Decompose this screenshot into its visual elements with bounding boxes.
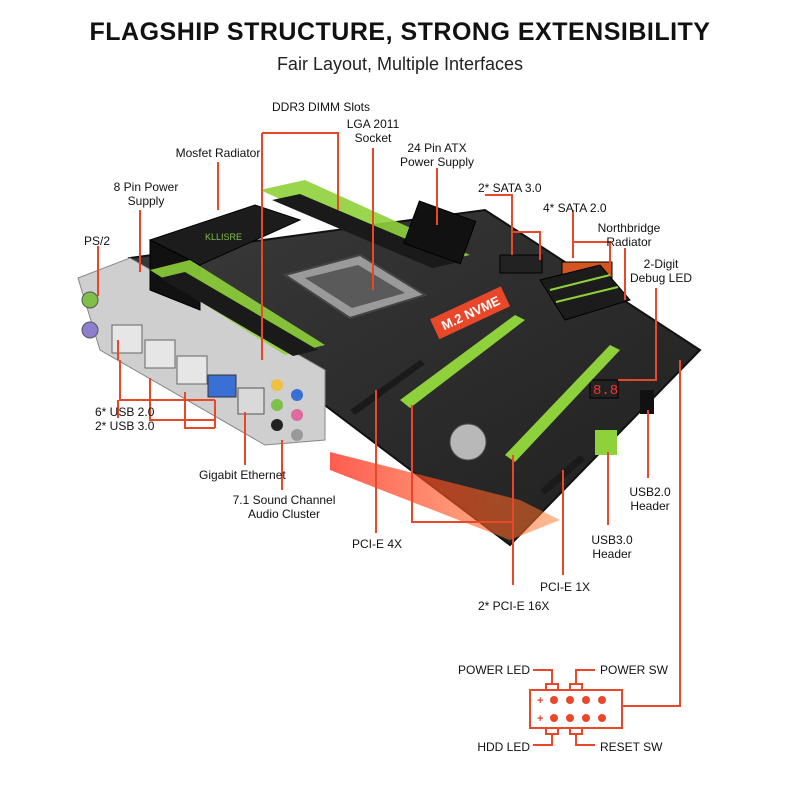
label-sata3: 2* SATA 3.0: [478, 181, 542, 195]
label-usb2-header-line1: USB2.0: [629, 485, 671, 499]
label-8pin-line1: 8 Pin Power: [113, 180, 179, 194]
label-pcie-16x: 2* PCI-E 16X: [478, 599, 550, 613]
usb3-header-part: [595, 430, 617, 455]
audio-jack: [291, 409, 303, 421]
label-pcie-1x: PCI-E 1X: [540, 580, 591, 594]
plus-sign: +: [537, 695, 543, 707]
usb-stack-2: [144, 339, 176, 369]
label-audio-cluster: 7.1 Sound Channel Audio Cluster: [226, 493, 342, 521]
fp-pin: [566, 714, 574, 722]
usb3-stack: [207, 374, 237, 398]
northbridge-heatsink: [539, 264, 631, 321]
label-usb2-header-line2: Header: [630, 499, 670, 513]
label-debug-led: 2-Digit Debug LED: [626, 257, 696, 285]
label-8pin-line2: Supply: [127, 194, 165, 208]
fp-pin: [566, 696, 574, 704]
label-mosfet-radiator: Mosfet Radiator: [175, 146, 261, 160]
label-pcie-4x: PCI-E 4X: [352, 537, 403, 551]
debug-led-digits: 8.8: [593, 383, 618, 399]
audio-jack: [291, 429, 303, 441]
label-usb-line1: 6* USB 2.0: [95, 405, 155, 419]
label-hdd-led: HDD LED: [477, 740, 530, 754]
usb2-header-part: [640, 390, 654, 414]
fp-pin: [550, 696, 558, 704]
label-power-sw: POWER SW: [600, 663, 668, 677]
cpu-socket-inner: [305, 265, 405, 308]
label-northbridge-radiator: Northbridge Radiator: [592, 221, 666, 249]
label-usb3-header-line2: Header: [592, 547, 632, 561]
page-title: FLAGSHIP STRUCTURE, STRONG EXTENSIBILITY: [89, 18, 711, 46]
leader-lines: [97, 132, 681, 707]
usb-stack-1: [111, 324, 143, 354]
fp-pin: [582, 696, 590, 704]
label-usb-line2: 2* USB 3.0: [95, 419, 155, 433]
usb-stack-3: [176, 355, 208, 385]
ethernet-port: [237, 387, 265, 415]
label-sata2: 4* SATA 2.0: [543, 201, 607, 215]
label-reset-sw: RESET SW: [600, 740, 663, 754]
plus-sign: +: [537, 713, 543, 725]
label-ps2: PS/2: [84, 234, 111, 248]
label-atx-line1: 24 Pin ATX: [407, 141, 467, 155]
page-subtitle: Fair Layout, Multiple Interfaces: [276, 54, 524, 74]
label-audio-line2: Audio Cluster: [247, 507, 321, 521]
label-usb3-header: USB3.0 Header: [584, 533, 640, 561]
rgb-edge-glow: [330, 452, 560, 540]
label-usb: 6* USB 2.0 2* USB 3.0: [95, 405, 154, 433]
label-debug-line2: Debug LED: [629, 271, 693, 285]
fp-pin: [582, 714, 590, 722]
fp-pin: [598, 714, 606, 722]
label-northbridge-line2: Radiator: [606, 235, 652, 249]
label-usb3-header-line1: USB3.0: [591, 533, 633, 547]
ps2-port-purple: [81, 321, 99, 339]
audio-jack: [291, 389, 303, 401]
sata3-ports: [499, 254, 543, 274]
audio-jack: [271, 419, 283, 431]
atx-24pin-connector: [403, 200, 477, 265]
label-8pin-power: 8 Pin Power Supply: [104, 180, 188, 208]
label-lga-line1: LGA 2011: [346, 117, 400, 131]
label-audio-line1: 7.1 Sound Channel: [232, 493, 336, 507]
ps2-port-green: [81, 291, 99, 309]
cmos-battery: [449, 423, 487, 461]
board-brand: KLLISRE: [205, 232, 242, 242]
label-lga-2011-socket: LGA 2011 Socket: [340, 117, 406, 145]
label-northbridge-line1: Northbridge: [597, 221, 661, 235]
label-24pin-atx: 24 Pin ATX Power Supply: [395, 141, 479, 169]
label-debug-line1: 2-Digit: [643, 257, 679, 271]
label-ddr3-dimm-slots: DDR3 DIMM Slots: [271, 100, 370, 114]
audio-jack: [271, 379, 283, 391]
label-gigabit-ethernet: Gigabit Ethernet: [199, 468, 286, 482]
label-power-led: POWER LED: [457, 663, 530, 677]
audio-jack: [271, 399, 283, 411]
label-atx-line2: Power Supply: [399, 155, 475, 169]
fp-pin: [598, 696, 606, 704]
debug-led: [589, 379, 619, 399]
label-lga-line2: Socket: [354, 131, 392, 145]
fp-pin: [550, 714, 558, 722]
label-usb2-header: USB2.0 Header: [622, 485, 678, 513]
front-panel-diagram: + +: [529, 669, 623, 746]
front-panel-connector: [529, 689, 623, 729]
